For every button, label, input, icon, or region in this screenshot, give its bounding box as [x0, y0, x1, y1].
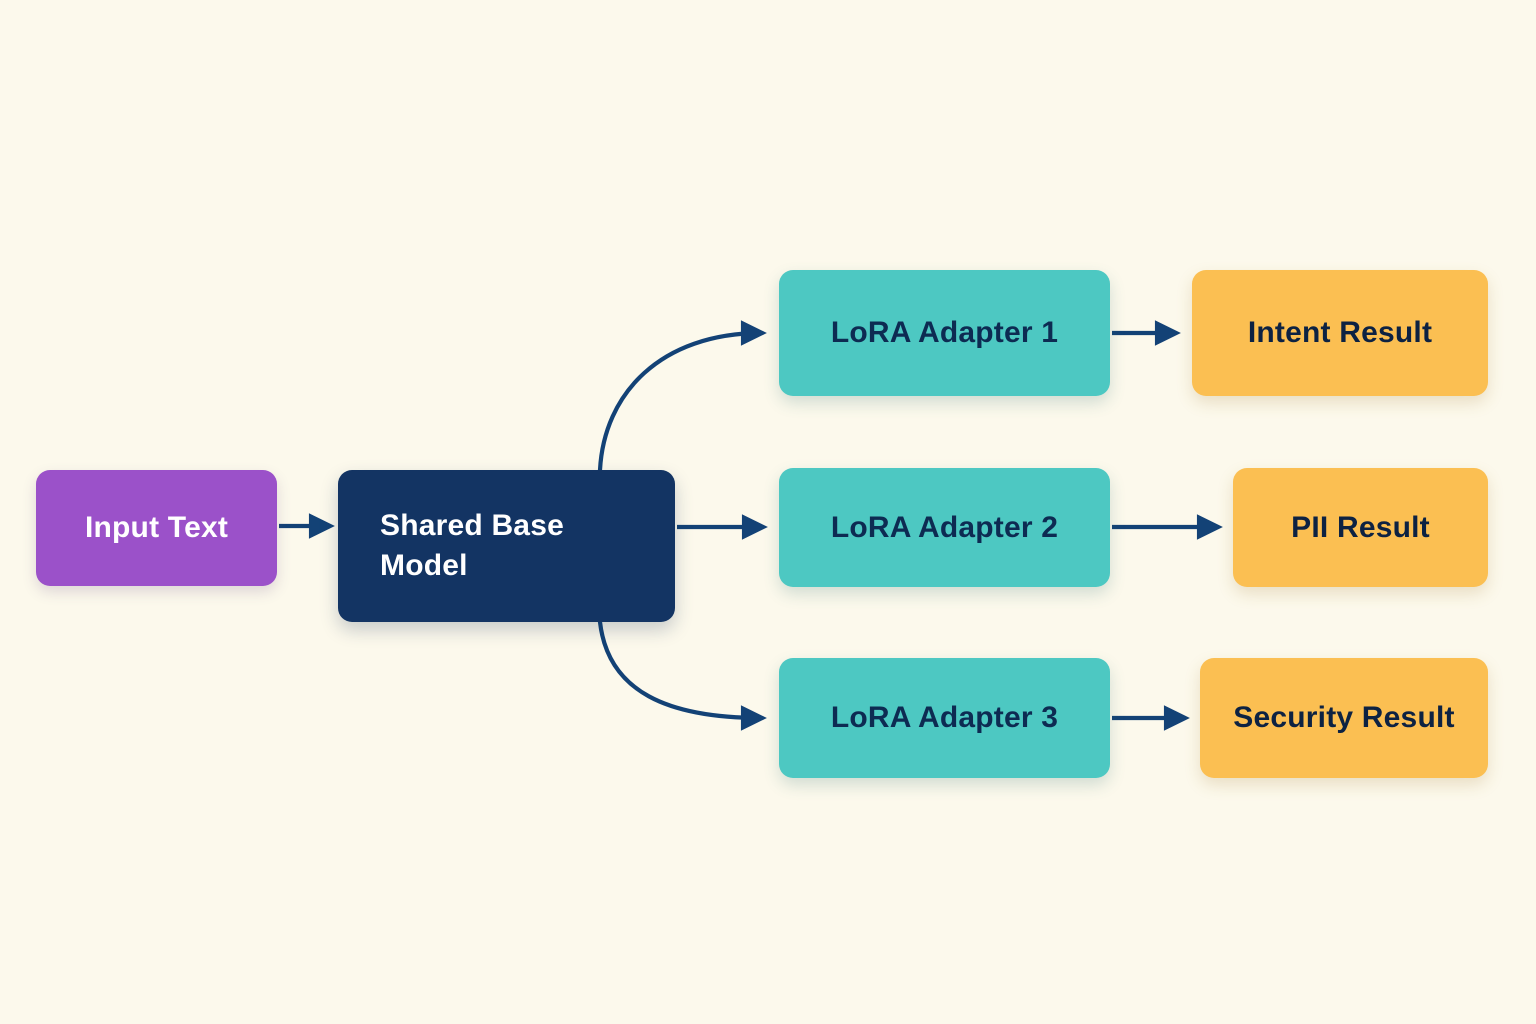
node-security-result[interactable]: Security Result [1200, 658, 1488, 778]
node-lora-adapter-2-label: LoRA Adapter 2 [830, 510, 1059, 544]
node-shared-base-model[interactable]: Shared Base Model [338, 470, 675, 622]
node-lora-adapter-2[interactable]: LoRA Adapter 2 [779, 468, 1110, 587]
node-input-text-label: Input Text [84, 511, 229, 544]
edge-base-to-adapter-1 [597, 320, 767, 473]
node-security-result-label: Security Result [1233, 701, 1455, 734]
node-input-text[interactable]: Input Text [36, 470, 277, 586]
node-pii-result-label: PII Result [1291, 510, 1430, 544]
node-lora-adapter-1[interactable]: LoRA Adapter 1 [779, 270, 1110, 396]
edge-base-to-adapter-3 [597, 619, 767, 731]
node-lora-adapter-3[interactable]: LoRA Adapter 3 [779, 658, 1110, 778]
node-lora-adapter-3-label: LoRA Adapter 3 [830, 701, 1059, 734]
node-intent-result[interactable]: Intent Result [1192, 270, 1488, 396]
node-intent-result-label: Intent Result [1247, 316, 1433, 349]
node-pii-result[interactable]: PII Result [1233, 468, 1488, 587]
node-lora-adapter-1-label: LoRA Adapter 1 [830, 316, 1059, 349]
node-shared-base-model-label: Shared Base Model [380, 509, 564, 582]
